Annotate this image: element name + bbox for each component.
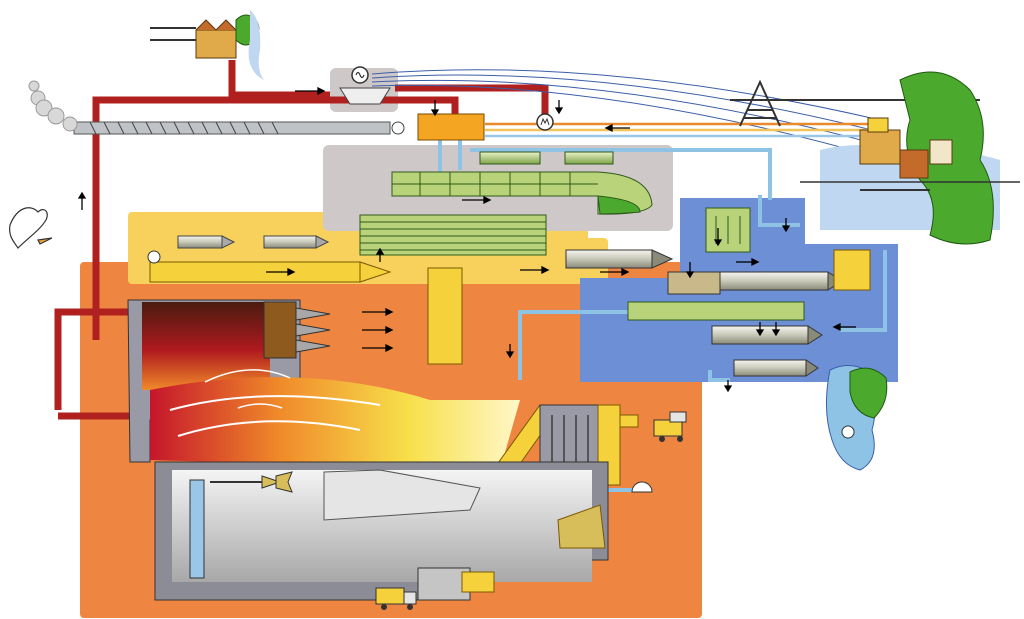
economizer: [391, 171, 653, 215]
river-icon: [825, 365, 888, 471]
steam-drum: [147, 250, 392, 283]
bird-icon: [9, 207, 53, 249]
drums: [177, 151, 614, 249]
crane-grab: [210, 471, 293, 493]
flow-arrows: [77, 86, 856, 393]
city-icon: [800, 71, 1020, 245]
flue-gas-cleaning: [565, 207, 871, 377]
power-lines: [371, 69, 881, 159]
gas-flow-guides: [204, 369, 291, 409]
truck-icon: [375, 587, 417, 610]
radiant-chamber: [142, 302, 270, 390]
ash-bunker: [154, 461, 609, 601]
steam-pipes: [54, 60, 549, 420]
turbine-generator: [339, 66, 554, 141]
superheater: [359, 214, 547, 256]
furnace: [127, 267, 520, 470]
truck-icon: [619, 411, 687, 442]
stack: [73, 121, 405, 135]
factory-icon: [150, 10, 264, 80]
smoke-icon: [28, 80, 78, 132]
